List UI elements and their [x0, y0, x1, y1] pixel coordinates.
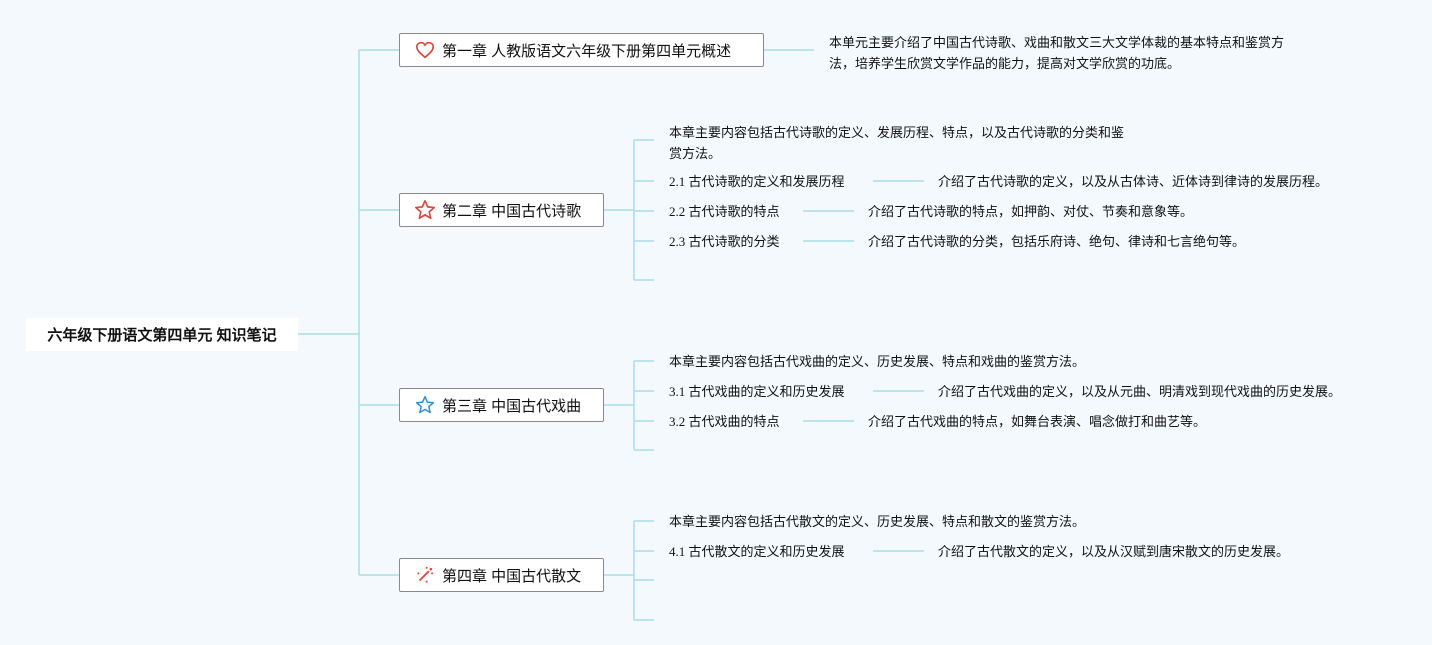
chapter-4-label: 第四章 中国古代散文 [442, 567, 582, 585]
chapter-4-intro[interactable]: 本章主要内容包括古代散文的定义、历史发展、特点和散文的鉴赏方法。 [669, 514, 1086, 529]
root-topic[interactable]: 六年级下册语文第四单元 知识笔记 [26, 318, 298, 351]
star-outline-red-icon [414, 199, 436, 221]
chapter-2-node[interactable]: 第二章 中国古代诗歌 [399, 193, 604, 227]
topic-4-1-desc[interactable]: 介绍了古代散文的定义，以及从汉赋到唐宋散文的历史发展。 [938, 544, 1290, 559]
chapter-2-intro[interactable]: 本章主要内容包括古代诗歌的定义、发展历程、特点，以及古代诗歌的分类和鉴 赏方法。 [669, 122, 1124, 164]
topic-3-1-desc[interactable]: 介绍了古代戏曲的定义，以及从元曲、明清戏到现代戏曲的历史发展。 [938, 384, 1342, 399]
chapter-1-label: 第一章 人教版语文六年级下册第四单元概述 [442, 42, 732, 60]
chapter-2-intro-line1: 本章主要内容包括古代诗歌的定义、发展历程、特点，以及古代诗歌的分类和鉴 [669, 125, 1125, 140]
star-outline-blue-icon [414, 394, 436, 416]
chapter-1-node[interactable]: 第一章 人教版语文六年级下册第四单元概述 [399, 33, 764, 67]
chapter-2-intro-line2: 赏方法。 [669, 146, 722, 161]
chapter-3-node[interactable]: 第三章 中国古代戏曲 [399, 388, 604, 422]
heart-icon [414, 39, 436, 61]
topic-2-1-desc[interactable]: 介绍了古代诗歌的定义，以及从古体诗、近体诗到律诗的发展历程。 [938, 174, 1329, 189]
chapter-1-summary-line2: 法，培养学生欣赏文学作品的能力，提高对文学欣赏的功底。 [829, 56, 1181, 71]
chapter-4-node[interactable]: 第四章 中国古代散文 [399, 558, 604, 592]
topic-2-3-title[interactable]: 2.3 古代诗歌的分类 [669, 234, 780, 249]
chapter-1-summary-line1: 本单元主要介绍了中国古代诗歌、戏曲和散文三大文学体裁的基本特点和鉴赏方 [829, 35, 1285, 50]
topic-4-1-title[interactable]: 4.1 古代散文的定义和历史发展 [669, 544, 845, 559]
topic-3-1-title[interactable]: 3.1 古代戏曲的定义和历史发展 [669, 384, 845, 399]
topic-2-1-title[interactable]: 2.1 古代诗歌的定义和发展历程 [669, 174, 845, 189]
chapter-2-label: 第二章 中国古代诗歌 [442, 202, 582, 220]
topic-2-3-desc[interactable]: 介绍了古代诗歌的分类，包括乐府诗、绝句、律诗和七言绝句等。 [868, 234, 1246, 249]
topic-2-2-title[interactable]: 2.2 古代诗歌的特点 [669, 204, 780, 219]
chapter-1-summary[interactable]: 本单元主要介绍了中国古代诗歌、戏曲和散文三大文学体裁的基本特点和鉴赏方 法，培养… [829, 32, 1284, 74]
topic-3-2-title[interactable]: 3.2 古代戏曲的特点 [669, 414, 780, 429]
chapter-3-intro[interactable]: 本章主要内容包括古代戏曲的定义、历史发展、特点和戏曲的鉴赏方法。 [669, 354, 1086, 369]
topic-2-2-desc[interactable]: 介绍了古代诗歌的特点，如押韵、对仗、节奏和意象等。 [868, 204, 1194, 219]
topic-3-2-desc[interactable]: 介绍了古代戏曲的特点，如舞台表演、唱念做打和曲艺等。 [868, 414, 1207, 429]
sparkle-icon [414, 564, 436, 586]
chapter-3-label: 第三章 中国古代戏曲 [442, 397, 582, 415]
